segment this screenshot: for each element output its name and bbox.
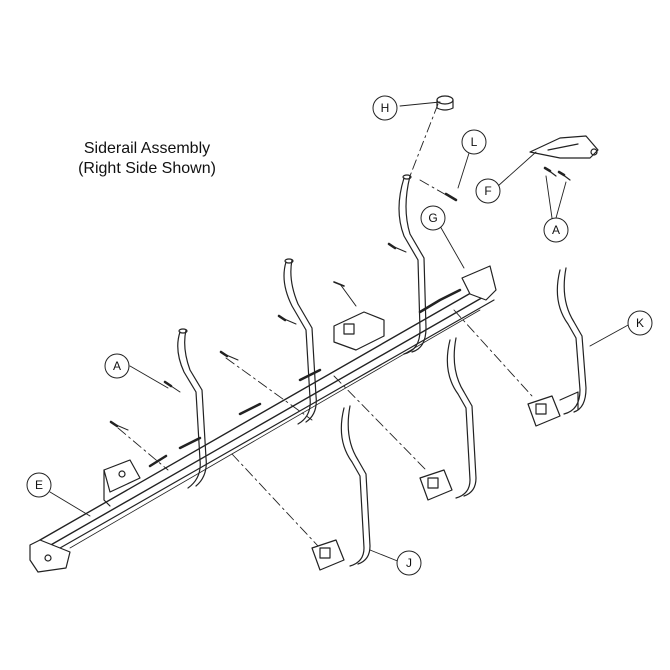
svg-text:J: J (406, 556, 412, 570)
callout-F: F (475, 178, 501, 204)
svg-text:L: L (471, 135, 478, 149)
hook-arm-K (527, 267, 587, 427)
svg-text:A: A (113, 359, 121, 373)
hook-arm-J (311, 405, 371, 571)
latch-part-F (529, 135, 599, 181)
svg-text:K: K (636, 316, 644, 330)
callout-K: K (627, 310, 653, 336)
rail-screws (109, 242, 407, 431)
leader-lines (49, 101, 631, 563)
callout-A-left: A (104, 353, 130, 379)
svg-text:H: H (381, 101, 390, 115)
callout-H: H (372, 95, 398, 121)
diagram-subtitle: (Right Side Shown) (78, 160, 216, 177)
svg-text:A: A (552, 223, 560, 237)
svg-text:F: F (484, 184, 491, 198)
callout-A-top: A (543, 217, 569, 243)
assembly-lines (117, 103, 533, 547)
callout-J: J (396, 550, 422, 576)
center-bracket (333, 281, 385, 351)
diagram-title: Siderail Assembly (83, 140, 211, 157)
callout-G: G (420, 205, 446, 231)
cap-part-H (436, 95, 454, 111)
main-rail-E (29, 265, 497, 573)
hook-arm-middle (419, 337, 477, 501)
rail-uprights (177, 174, 427, 489)
svg-text:E: E (35, 478, 43, 492)
left-bracket (103, 459, 141, 507)
callout-L: L (461, 129, 487, 155)
callout-E: E (26, 472, 52, 498)
pin-part-L (444, 192, 458, 202)
svg-text:G: G (428, 211, 437, 225)
